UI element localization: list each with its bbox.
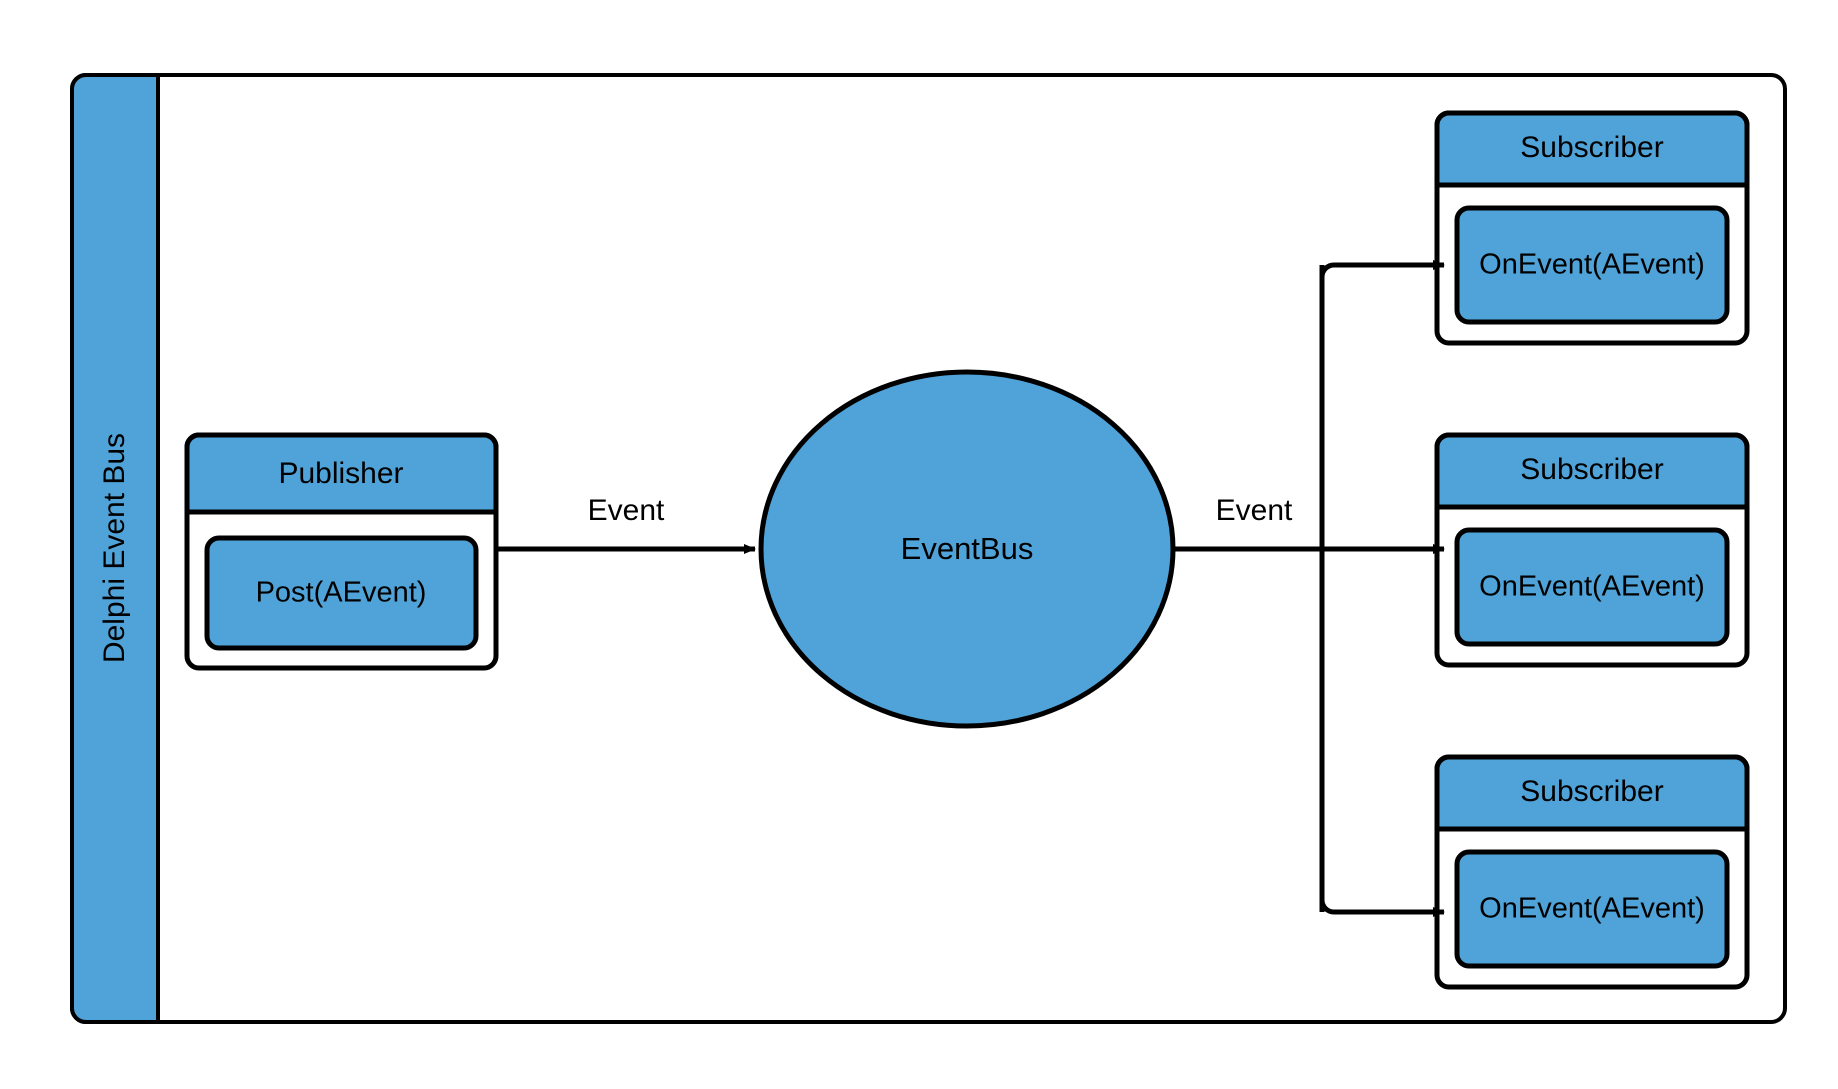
subscriber-1-header-band [1434,110,1750,188]
subscriber-node-3[interactable] [1434,754,1750,990]
publisher-method-box[interactable] [204,535,479,651]
subscriber-node-1[interactable] [1434,110,1750,346]
subscriber-2-header-band [1434,432,1750,510]
subscriber-3-header-band [1434,754,1750,832]
edge-bus-to-subscriber-1 [1319,260,1445,280]
subscriber-3-method-box[interactable] [1454,849,1730,969]
publisher-header-band [184,432,499,515]
subscriber-2-method-box[interactable] [1454,527,1730,647]
subscriber-1-method-box[interactable] [1454,205,1730,325]
publisher-node[interactable] [184,432,499,671]
container-title-band [70,73,160,1024]
subscriber-node-2[interactable] [1434,432,1750,668]
eventbus-node[interactable] [758,369,1176,729]
edge-bus-to-subscriber-3 [1319,897,1445,917]
